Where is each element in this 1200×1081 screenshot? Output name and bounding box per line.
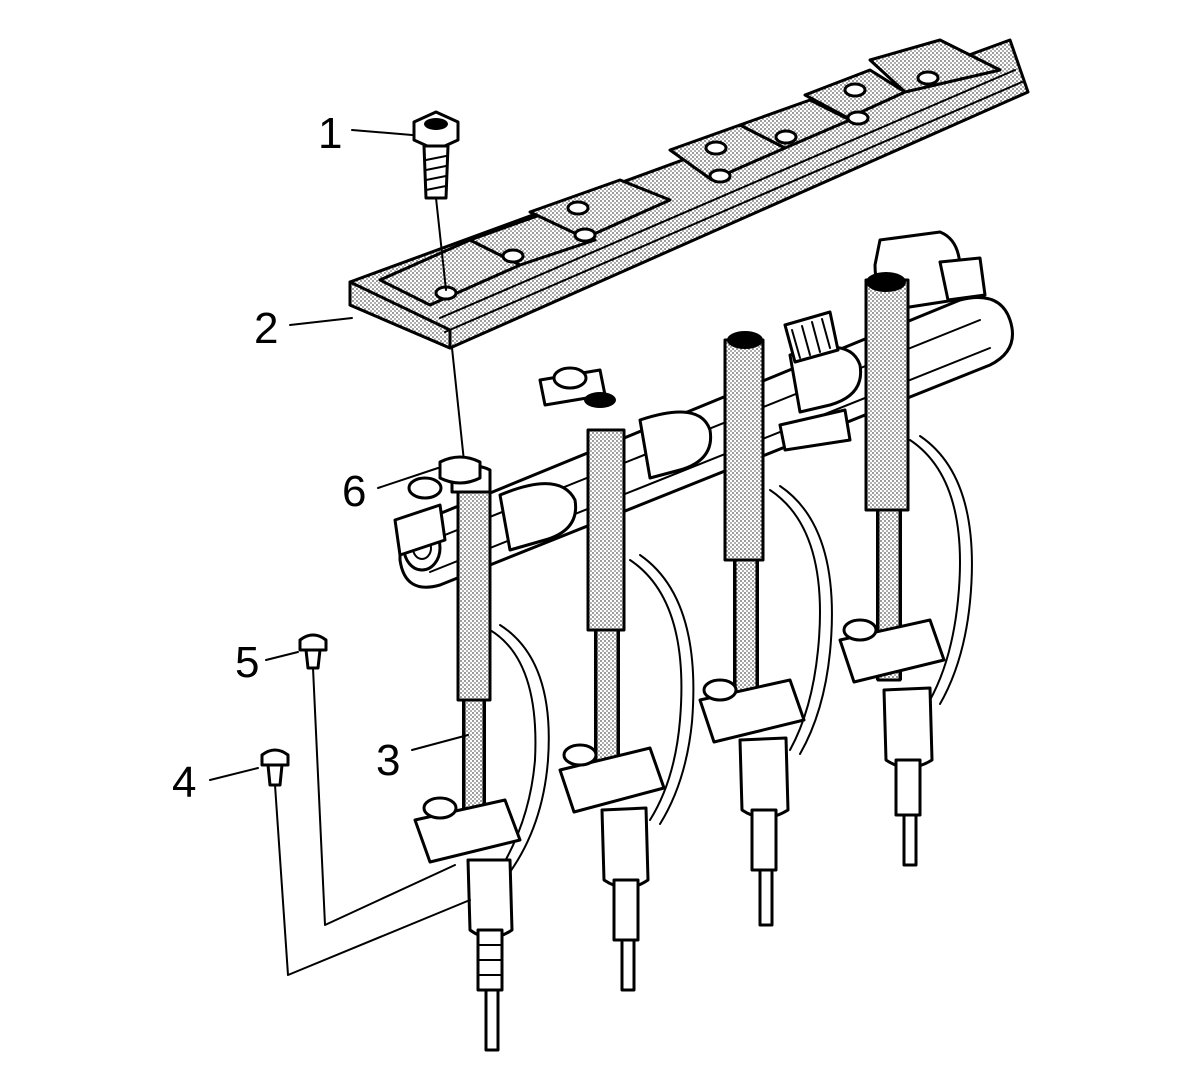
leader-lines <box>209 129 469 781</box>
callout-5: 5 <box>235 638 259 687</box>
callout-2: 2 <box>254 304 278 353</box>
callout-1: 1 <box>318 109 342 158</box>
callout-3: 3 <box>376 736 400 785</box>
callout-4: 4 <box>172 758 196 807</box>
fuel-injector-2 <box>558 392 695 992</box>
bolt <box>412 110 460 291</box>
fuel-injector-3 <box>698 331 833 927</box>
callout-6: 6 <box>342 467 366 516</box>
small-bolt-4 <box>260 748 471 976</box>
fuel-injector-4 <box>838 272 973 867</box>
injector-insulator-cover <box>348 38 1030 350</box>
injector-seal <box>438 455 482 485</box>
small-bolt-5 <box>298 633 456 926</box>
